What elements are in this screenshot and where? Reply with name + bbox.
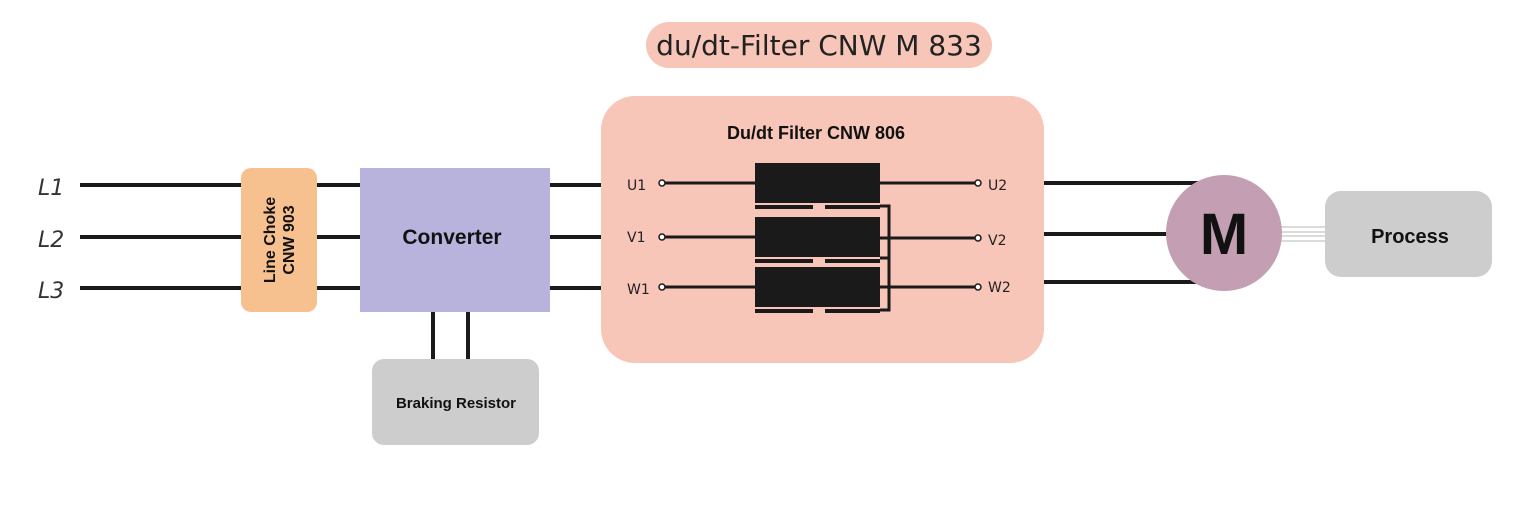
core-v (755, 217, 880, 257)
process-label: Process (1371, 226, 1449, 248)
filter-inductor-cores (755, 163, 880, 313)
filter-input-w1: W1 (627, 282, 650, 298)
filter-output-u2: U2 (988, 178, 1007, 194)
braking-resistor: Braking Resistor (372, 359, 539, 445)
process: Process (1325, 191, 1492, 277)
converter-box (360, 168, 550, 312)
converter-output-wires (550, 183, 602, 290)
terminal-u1 (658, 179, 666, 187)
terminal-v2 (974, 234, 982, 242)
line-label-l2: L2 (38, 228, 64, 253)
dudt-filter-title: Du/dt Filter CNW 806 (727, 123, 905, 143)
line-choke: Line Choke CNW 903 (241, 168, 317, 312)
filter-internal-wires (662, 181, 976, 312)
filter-terminals (658, 179, 982, 291)
core-gap-bar-1 (755, 205, 813, 209)
filter-input-u1: U1 (627, 178, 646, 194)
process-box (1325, 191, 1492, 277)
terminal-u2 (974, 179, 982, 187)
title-badge-background (646, 22, 992, 68)
line-label-l3: L3 (38, 279, 64, 304)
filter-input-v1: V1 (627, 230, 645, 246)
braking-resistor-box (372, 359, 539, 445)
motor-feed-wires (1044, 181, 1200, 284)
filter-output-v2: V2 (988, 233, 1006, 249)
core-gap-bar-2 (825, 205, 880, 209)
diagram-title: du/dt-Filter CNW M 833 (656, 29, 982, 62)
motor-shaft (1279, 226, 1329, 242)
motor-label: M (1200, 202, 1248, 267)
title-badge: du/dt-Filter CNW M 833 (646, 22, 992, 68)
motor: M (1166, 175, 1282, 291)
core-gap-bar-6 (825, 309, 880, 313)
supply-wires (80, 183, 362, 290)
terminal-v1 (658, 233, 666, 241)
filter-output-w2: W2 (988, 280, 1011, 296)
braking-resistor-label: Braking Resistor (396, 395, 516, 412)
braking-resistor-wires (431, 312, 470, 360)
core-u (755, 163, 880, 203)
line-choke-box (241, 168, 317, 312)
shaft-body (1279, 226, 1329, 242)
dudt-filter: Du/dt Filter CNW 806 U1 V1 W1 U2 V2 W2 (601, 96, 1044, 363)
core-gap-bar-5 (755, 309, 813, 313)
terminal-w2 (974, 283, 982, 291)
converter-label: Converter (402, 226, 501, 249)
converter: Converter (360, 168, 550, 312)
core-w (755, 267, 880, 307)
line-label-l1: L1 (38, 176, 64, 201)
core-gap-bar-3 (755, 259, 813, 263)
supply-line-labels: L1 L2 L3 (38, 176, 64, 304)
terminal-w1 (658, 283, 666, 291)
core-gap-bar-4 (825, 259, 880, 263)
line-choke-label-1: Line Choke (262, 197, 279, 283)
line-choke-label-2: CNW 903 (281, 205, 298, 274)
motor-circle (1166, 175, 1282, 291)
